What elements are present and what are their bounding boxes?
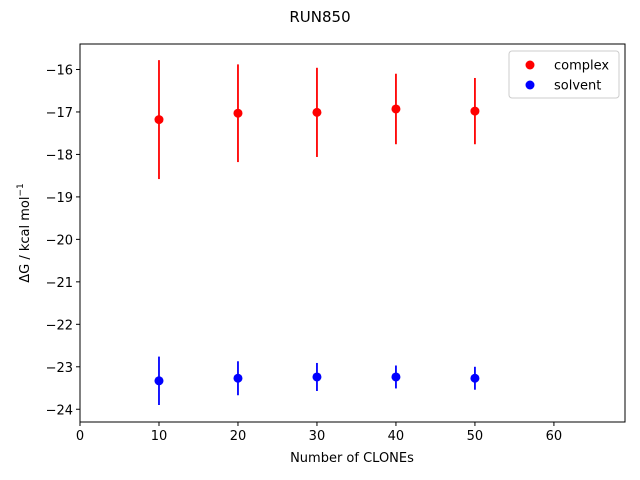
x-tick-label: 0	[76, 429, 84, 444]
y-axis-ticks: −16 −17 −18 −19 −20 −21 −22 −23 −24	[46, 63, 80, 418]
y-axis-label-text: ΔG / kcal mol	[18, 197, 33, 283]
y-tick-label: −19	[46, 191, 73, 206]
solvent-data-point	[154, 376, 164, 386]
legend: complex solvent	[508, 50, 620, 99]
solvent-data-point	[312, 372, 322, 382]
solvent-data-point	[391, 372, 401, 382]
axes-frame	[79, 43, 626, 423]
chart-title: RUN850	[289, 8, 350, 26]
x-tick-label: 50	[467, 429, 484, 444]
y-tick-label: −18	[46, 148, 73, 163]
x-tick-label: 10	[151, 429, 168, 444]
x-tick-label: 20	[230, 429, 247, 444]
y-axis-label: ΔG / kcal mol−1	[16, 183, 33, 283]
y-tick-label: −17	[46, 106, 73, 121]
solvent-data-point	[233, 373, 243, 383]
y-tick-label: −20	[46, 233, 73, 248]
legend-marker-complex	[525, 60, 535, 70]
complex-data-point	[312, 107, 322, 117]
legend-label-complex: complex	[554, 59, 609, 74]
x-tick-label: 60	[546, 429, 563, 444]
complex-data-point	[470, 106, 480, 116]
complex-data-point	[154, 115, 164, 125]
y-tick-label: −22	[46, 318, 73, 333]
x-tick-label: 30	[309, 429, 326, 444]
plot-area	[154, 60, 480, 406]
legend-box	[508, 50, 620, 99]
complex-data-point	[233, 108, 243, 118]
legend-marker-solvent	[525, 80, 535, 90]
y-tick-label: −21	[46, 276, 73, 291]
x-tick-label: 40	[388, 429, 405, 444]
y-tick-label: −16	[46, 63, 73, 78]
y-tick-label: −23	[46, 361, 73, 376]
y-axis-label-superscript: −1	[16, 183, 26, 196]
legend-label-solvent: solvent	[554, 79, 601, 94]
y-tick-label: −24	[46, 403, 73, 418]
complex-data-point	[391, 104, 401, 114]
solvent-data-point	[470, 373, 480, 383]
x-axis-ticks: 0 10 20 30 40 50 60	[76, 422, 562, 444]
x-axis-label: Number of CLONEs	[290, 451, 414, 466]
